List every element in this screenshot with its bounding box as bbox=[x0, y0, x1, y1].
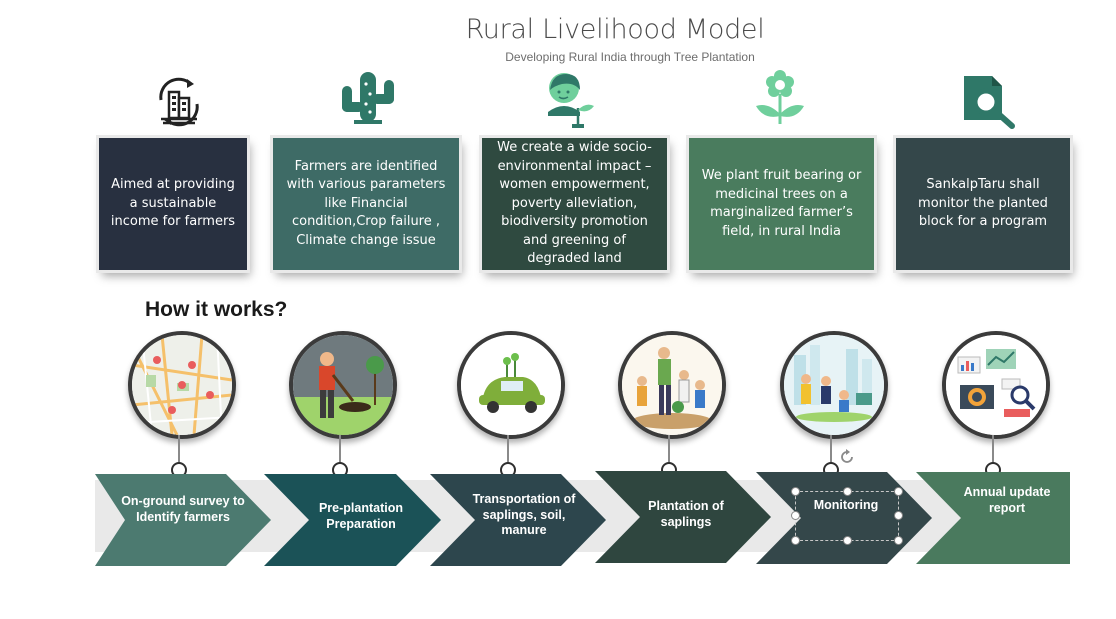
map-survey-illustration bbox=[128, 331, 236, 439]
step-chevron-plantation bbox=[595, 471, 771, 563]
cactus-icon bbox=[336, 68, 400, 132]
step-label-survey: On-ground survey to Identify farmers bbox=[121, 494, 245, 524]
flower-icon bbox=[748, 66, 812, 130]
resize-handle-left[interactable] bbox=[791, 511, 800, 520]
timeline-stem bbox=[668, 435, 670, 463]
resize-handle-bottom-left[interactable] bbox=[791, 536, 800, 545]
transportation-illustration bbox=[457, 331, 565, 439]
building-cycle-icon bbox=[147, 70, 211, 134]
card-farmer-identification: Farmers are identified with various para… bbox=[273, 138, 459, 270]
page-subtitle: Developing Rural India through Tree Plan… bbox=[505, 50, 755, 64]
planting-illustration bbox=[618, 331, 726, 439]
step-label-plantation: Plantation of saplings bbox=[648, 499, 724, 529]
card-sustainable-income: Aimed at providing a sustainable income … bbox=[99, 138, 247, 270]
timeline-stem bbox=[178, 435, 180, 463]
step-label-transportation: Transportation of saplings, soil, manure bbox=[472, 492, 576, 537]
resize-handle-top-left[interactable] bbox=[791, 487, 800, 496]
step-chevron-annual-report bbox=[916, 472, 1070, 564]
monitoring-illustration bbox=[780, 331, 888, 439]
step-chevron-transportation bbox=[430, 474, 606, 566]
step-chevron-survey bbox=[95, 474, 271, 566]
resize-handle-top-right[interactable] bbox=[894, 487, 903, 496]
resize-handle-bottom[interactable] bbox=[843, 536, 852, 545]
step-label-preparation: Pre-plantation Preparation bbox=[318, 501, 404, 531]
step-chevron-preparation bbox=[264, 474, 441, 566]
timeline-stem bbox=[507, 435, 509, 463]
card-monitoring: SankalpTaru shall monitor the planted bl… bbox=[896, 138, 1070, 270]
report-illustration bbox=[942, 331, 1050, 439]
step-label-monitoring: Monitoring bbox=[813, 498, 879, 512]
step-chevron-monitoring bbox=[756, 472, 932, 564]
resize-handle-right[interactable] bbox=[894, 511, 903, 520]
page-title: Rural Livelihood Model bbox=[465, 14, 765, 45]
card-fruit-trees: We plant fruit bearing or medicinal tree… bbox=[689, 138, 874, 270]
woman-plant-icon bbox=[540, 68, 604, 132]
timeline-stem bbox=[339, 435, 341, 463]
card-socio-environmental-impact: We create a wide socio-environmental imp… bbox=[482, 138, 667, 270]
step-label-annual-report: Annual update report bbox=[963, 485, 1051, 515]
text-selection-box[interactable] bbox=[795, 491, 899, 541]
timeline-stem bbox=[992, 435, 994, 463]
rotate-handle-icon[interactable] bbox=[837, 447, 857, 467]
document-search-icon bbox=[958, 70, 1022, 134]
timeline-stem bbox=[830, 435, 832, 463]
resize-handle-top[interactable] bbox=[843, 487, 852, 496]
how-it-works-heading: How it works? bbox=[145, 298, 288, 321]
resize-handle-bottom-right[interactable] bbox=[894, 536, 903, 545]
